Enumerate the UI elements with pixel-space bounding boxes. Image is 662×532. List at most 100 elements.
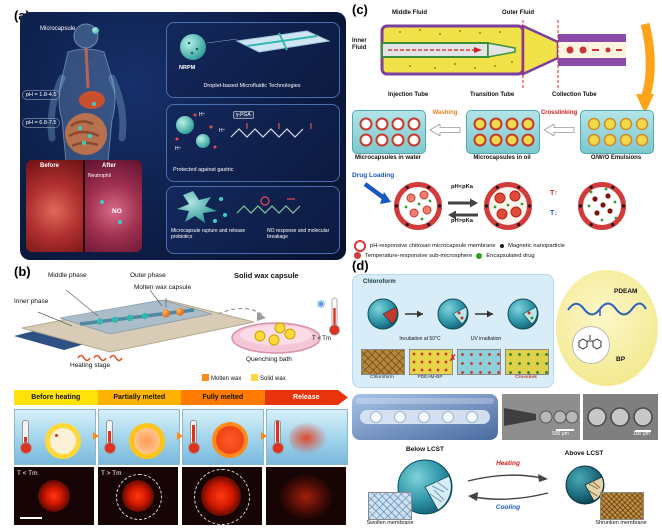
fluorescence-image-3 xyxy=(182,467,262,525)
fluorescence-image-1: T < Tm xyxy=(14,467,94,525)
crosslink-label: Crosslink xyxy=(515,375,537,380)
solid-wax-label: Solid wax xyxy=(260,376,286,382)
temp-down-label: T↓ xyxy=(550,210,558,217)
swollen-membrane-label: Swollen membrane xyxy=(366,520,414,526)
bp-label: BP xyxy=(616,356,626,363)
inset1-label: Chloroform xyxy=(370,375,394,380)
before-label: Before xyxy=(40,163,60,169)
shrunken-membrane-micrograph xyxy=(600,492,644,520)
stage-partially-melted: Partially melted xyxy=(98,390,182,405)
cooling-label: Cooling xyxy=(495,504,521,511)
thermometer-icon xyxy=(20,420,32,454)
temp-above-label: T > Tm xyxy=(101,470,122,477)
capsule-evolution-illustration xyxy=(367,298,539,330)
panel-d: Chloroform Incubati xyxy=(352,268,658,530)
legend-drug-label: Encapsulated drug xyxy=(486,252,535,259)
uv-irradiation-label: UV irradiation xyxy=(470,336,502,342)
probiotic-dot-icon xyxy=(100,200,104,204)
stage-arrow-icon xyxy=(93,432,99,440)
outer-fluid-label: Outer Fluid xyxy=(502,10,534,16)
scale-500-label: 500 μm xyxy=(552,431,569,437)
membrane-icon xyxy=(354,240,366,252)
panel-a-box-microfluidics: NRPM Droplet-based Microfluidic Technolo… xyxy=(166,22,340,98)
fluorescence-image-2: T > Tm xyxy=(98,467,178,525)
droplet-generation-micrograph xyxy=(502,394,580,440)
microcapsules-in-oil-box xyxy=(466,110,540,154)
outer-phase-label: Outer phase xyxy=(130,272,166,279)
crosslinked-micrograph xyxy=(505,349,549,375)
polymer-chain-icon xyxy=(567,302,647,316)
caption-emulsion: O/W/O Emulsions xyxy=(590,155,642,161)
microfluidic-chip-illustration xyxy=(180,30,331,60)
middle-phase-label: Middle phase xyxy=(48,272,87,279)
ph-stomach-label: pH = 1.8-4.5 xyxy=(22,90,61,100)
polymer-chemistry-blob: PDEAM BP xyxy=(556,270,658,386)
melt-front-ring xyxy=(194,469,250,525)
ph-gt-arrow-icon xyxy=(448,210,478,220)
capillary-device-illustration xyxy=(380,20,626,88)
water-panel-before-heating xyxy=(14,409,96,465)
temp-up-label: T↑ xyxy=(550,190,558,197)
capsules-micrograph xyxy=(583,394,658,440)
quench-temp-label: T < Tm xyxy=(312,336,331,342)
fluorescence-image-4 xyxy=(266,467,346,525)
water-panel-release xyxy=(266,409,348,465)
fluorescent-core xyxy=(122,480,154,512)
pdeam-bp-micrograph xyxy=(409,349,453,375)
scale-100-label: 100 μm xyxy=(633,431,650,437)
after-label: After xyxy=(102,163,117,169)
probiotic-dot-icon xyxy=(118,220,122,224)
rupture-illustration xyxy=(177,191,301,223)
ph-gt-label: pH>pKa xyxy=(450,218,474,224)
partially-melted-capsule-icon xyxy=(129,423,165,459)
stage-before-heating: Before heating xyxy=(14,390,98,405)
legend-magnetic-label: Magnetic nanoparticle xyxy=(508,243,565,249)
benzophenone-structure-icon xyxy=(578,335,602,350)
encapsulated-drug-icon xyxy=(476,252,483,259)
nrpm-label: NRPM xyxy=(179,65,196,71)
gastric-protection-illustration xyxy=(175,113,312,149)
microcapsule-swollen-icon xyxy=(484,182,532,230)
inset2-label: PDEAM-BP xyxy=(417,375,443,380)
water-panel-partially-melted xyxy=(98,409,180,465)
released-payload-icon xyxy=(289,422,327,454)
wax-legend: Molten wax Solid wax xyxy=(202,374,286,383)
fluorescent-core xyxy=(38,480,70,512)
tissue-inset: Before After Neutrophil NO xyxy=(26,160,142,252)
magnetic-nanoparticle-icon xyxy=(499,243,505,249)
heating-label: Heating xyxy=(496,460,520,467)
panel-c-letter: (c) xyxy=(352,2,368,17)
fluorescent-core xyxy=(201,476,241,516)
incubation-label: Incubation at 50°C xyxy=(399,336,441,342)
pdeam-label: PDEAM xyxy=(614,288,638,295)
solid-capsule-icon xyxy=(45,423,81,459)
panel-a-box-gastric: H⁺ H⁺ H⁺ γ-PGA Protected against gastric xyxy=(166,104,340,182)
molten-wax-swatch xyxy=(202,374,209,381)
swollen-membrane-micrograph xyxy=(368,492,412,520)
microcapsule-icon xyxy=(92,27,99,34)
inner-fluid-label: Inner Fluid xyxy=(352,38,367,51)
below-lcst-label: Below LCST xyxy=(406,446,444,453)
emulsions-icon xyxy=(587,117,649,147)
stage-arrow-icon xyxy=(177,432,183,440)
ph-lt-arrow-icon xyxy=(448,198,478,208)
membrane-micrograph xyxy=(457,349,501,375)
microcapsules-in-water-box xyxy=(352,110,426,154)
collection-tube-label: Collection Tube xyxy=(552,92,597,98)
crosslinking-arrow-icon xyxy=(543,124,575,136)
molten-wax-label: Molten wax xyxy=(211,376,242,382)
process-flow-arrow-icon xyxy=(636,22,655,114)
microcapsule-shrunken-icon xyxy=(578,182,626,230)
quenching-bath-label: Quenching bath xyxy=(246,356,292,363)
thermometer-icon xyxy=(104,420,116,454)
caption-water: Microcapsules in water xyxy=(354,155,422,161)
hplus-label: H⁺ xyxy=(219,128,226,134)
crosslinking-label: Crosslinking xyxy=(540,110,578,116)
wax-capsule-device-illustration xyxy=(14,289,340,362)
drug-loading-label: Drug Loading xyxy=(352,172,395,179)
tissue-after-image xyxy=(85,160,142,252)
box3-note: NO response and molecular breakage xyxy=(267,228,330,240)
tissue-before-image xyxy=(26,160,83,252)
capsules-in-water-icon xyxy=(359,117,421,147)
drug-loading-arrow-icon xyxy=(363,182,391,204)
